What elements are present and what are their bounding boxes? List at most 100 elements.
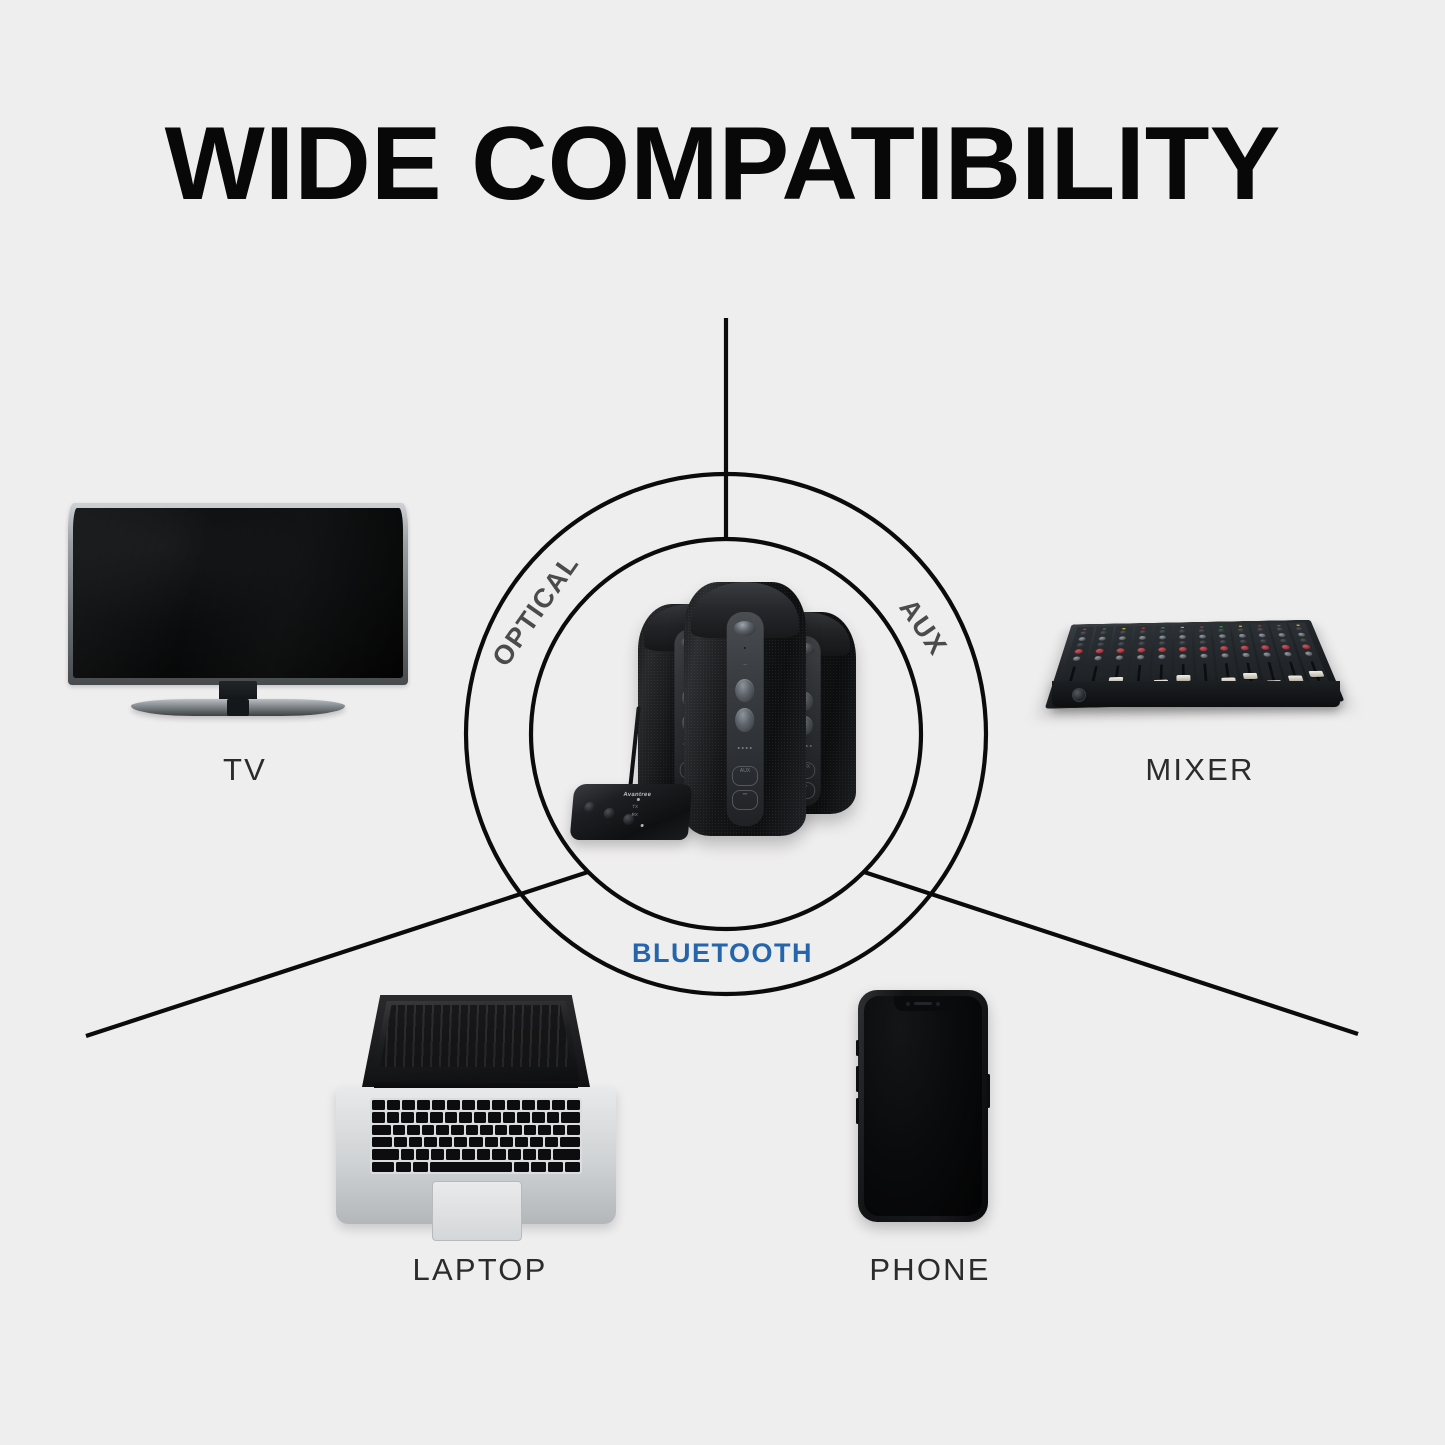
laptop-key [446, 1149, 460, 1160]
laptop-key [401, 1112, 414, 1123]
laptop-key [553, 1149, 580, 1160]
bluetooth-speaker-icon: − AUX ⏛ − [632, 582, 864, 852]
mixer-knob [1100, 630, 1108, 635]
spoke-lower-left [85, 870, 589, 1038]
mixer-knob [1080, 631, 1088, 636]
mixer-knob [1304, 651, 1313, 656]
laptop-key-row [372, 1136, 580, 1148]
laptop-key [509, 1124, 522, 1135]
laptop-key [462, 1100, 475, 1111]
speaker-led [738, 746, 740, 749]
mixer-knob [1138, 641, 1146, 646]
mixer-fader-cap [1242, 672, 1258, 680]
tv-bezel [68, 503, 408, 685]
laptop-key [392, 1124, 406, 1135]
phone-screen [864, 996, 982, 1216]
laptop-key [484, 1136, 498, 1148]
laptop-key [436, 1124, 450, 1135]
laptop-key [548, 1161, 564, 1172]
transmitter-button-1 [583, 802, 596, 813]
transmitter-label-1: TX [632, 804, 639, 809]
laptop-key [561, 1112, 580, 1123]
mixer-fader-cap [1308, 670, 1325, 677]
speaker-control-strip: − AUX ⏛ [726, 612, 764, 826]
mixer-knob [1258, 633, 1266, 638]
laptop-key [393, 1136, 407, 1148]
laptop-key [507, 1100, 520, 1111]
speaker-button-lower [735, 708, 755, 732]
laptop-key [492, 1100, 505, 1111]
laptop-key [408, 1136, 422, 1148]
laptop-key [451, 1124, 464, 1135]
laptop-key [532, 1112, 545, 1123]
speaker-led [750, 746, 752, 749]
mixer-knob [1116, 648, 1125, 653]
laptop-key [502, 1112, 516, 1123]
mixer-knob [1237, 628, 1245, 633]
laptop-key [372, 1136, 392, 1148]
laptop-key [421, 1124, 435, 1135]
mixer-knob [1199, 634, 1207, 639]
mixer-knob [1139, 635, 1147, 640]
mixer-led [1141, 627, 1146, 629]
laptop-key [431, 1149, 445, 1160]
laptop-keyboard [370, 1098, 582, 1174]
laptop-key [372, 1100, 385, 1111]
laptop-key [537, 1100, 550, 1111]
laptop-key [417, 1100, 430, 1111]
mixer-led [1276, 624, 1281, 627]
laptop-key [372, 1149, 399, 1160]
mixer-knob [1238, 633, 1246, 638]
mixer-knob [1301, 644, 1311, 650]
laptop-key [546, 1112, 560, 1123]
laptop-key [545, 1136, 559, 1148]
laptop-key [407, 1124, 420, 1135]
laptop-key [386, 1112, 400, 1123]
television-icon [68, 503, 408, 725]
mixer-knob [1158, 641, 1166, 646]
laptop-key [514, 1136, 528, 1148]
mixer-led [1200, 626, 1204, 628]
spoke-lower-right [863, 870, 1359, 1036]
laptop-hinge [374, 1081, 578, 1090]
mixer-knob [1179, 629, 1186, 634]
mixer-led [1295, 624, 1300, 626]
laptop-key [529, 1136, 544, 1148]
mixer-knob [1178, 646, 1187, 652]
mixer-knob [1137, 655, 1145, 660]
phone-power-button [987, 1074, 990, 1108]
device-caption-mixer: MIXER [1145, 752, 1255, 787]
laptop-key [400, 1149, 414, 1160]
laptop-key [432, 1100, 445, 1111]
mixer-led [1257, 625, 1262, 627]
laptop-key [454, 1136, 468, 1148]
laptop-key-row [372, 1124, 580, 1135]
transmitter-button-2 [603, 808, 616, 819]
transmitter-led [636, 798, 641, 801]
laptop-key [476, 1149, 491, 1160]
phone-notch [894, 996, 952, 1011]
laptop-screen-reflection [380, 1005, 572, 1067]
laptop-key [413, 1161, 429, 1172]
laptop-key [372, 1112, 385, 1123]
mixer-knob [1256, 627, 1265, 632]
laptop-key [538, 1149, 552, 1160]
laptop-key [538, 1124, 551, 1135]
laptop-key-row [372, 1149, 580, 1160]
laptop-key [480, 1124, 493, 1135]
laptop-key [415, 1149, 430, 1160]
mixer-knob [1199, 640, 1207, 645]
mixer-knob [1219, 646, 1229, 651]
speaker-led-row [738, 746, 752, 749]
mixer-led [1180, 626, 1185, 629]
laptop-key [387, 1100, 400, 1111]
connection-label-bluetooth: BLUETOOTH [632, 938, 813, 968]
mixer-knob [1115, 655, 1124, 660]
mixer-knob [1262, 652, 1271, 657]
mixer-knob [1098, 636, 1107, 641]
laptop-key-row [372, 1161, 580, 1172]
mixer-knob [1260, 645, 1270, 650]
laptop-key [372, 1161, 395, 1172]
mixer-knob [1276, 627, 1284, 632]
